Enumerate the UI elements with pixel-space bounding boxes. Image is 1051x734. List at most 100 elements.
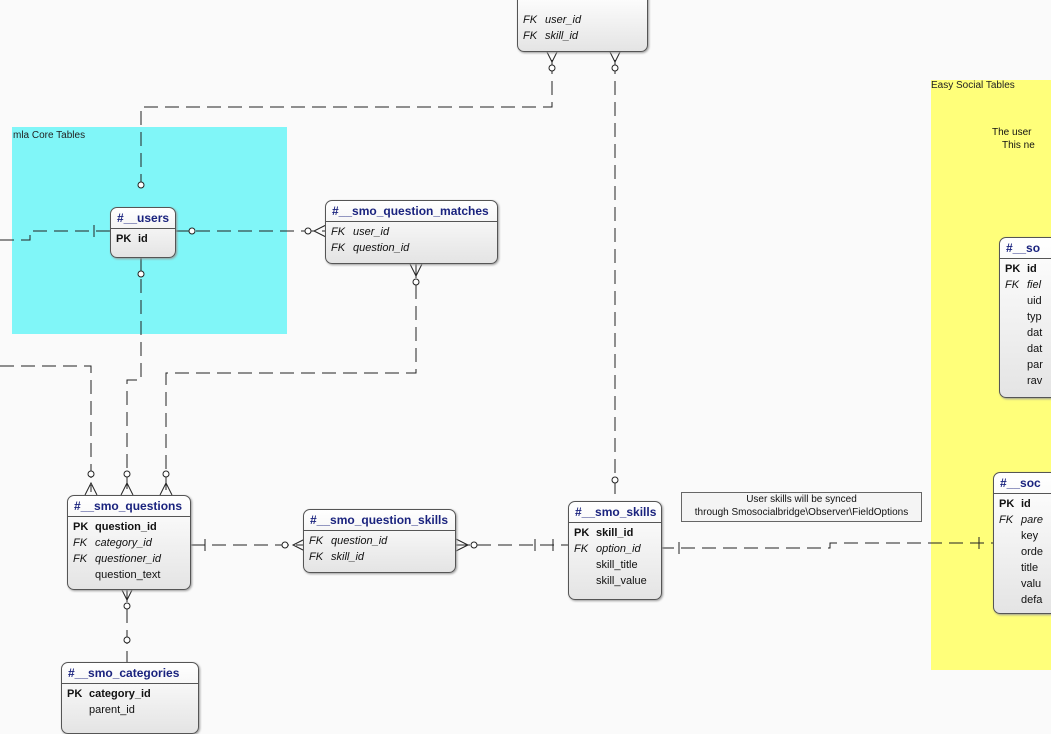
attribute-name: par	[1027, 359, 1043, 371]
entity-attribute: FK user_id	[331, 224, 492, 240]
easysocial-region-label: Easy Social Tables	[931, 80, 1015, 91]
attribute-name: user_id	[545, 14, 582, 26]
easysocial-note-line2: This ne	[1002, 140, 1035, 151]
attribute-name: question_id	[331, 535, 388, 547]
entity-attribute: orde	[999, 544, 1051, 560]
entity-attribute: FK user_id	[523, 12, 642, 28]
attribute-name: rav	[1027, 375, 1043, 387]
attribute-name: category_id	[95, 537, 152, 549]
attribute-key-badge: FK	[73, 537, 88, 549]
entity-categories[interactable]: #__smo_categories PK category_id parent_id	[61, 662, 199, 734]
attribute-name: orde	[1021, 546, 1044, 558]
entity-attribute: FK question_id	[331, 240, 492, 256]
entity-attribute: FK question_id	[309, 533, 450, 549]
attribute-key-badge: PK	[73, 521, 89, 533]
entity-attribute: FK skill_id	[523, 28, 642, 44]
attribute-name: questioner_id	[95, 553, 162, 565]
attribute-name: key	[1021, 530, 1039, 542]
attribute-key-badge: FK	[73, 553, 88, 565]
entity-skills-title: #__smo_skills	[569, 502, 661, 523]
entity-attribute: question_text	[73, 567, 185, 583]
attribute-key-badge: PK	[116, 233, 132, 245]
attribute-key-badge: FK	[574, 543, 589, 555]
attribute-key-badge: PK	[67, 688, 83, 700]
attribute-key-badge: FK	[523, 14, 538, 26]
attribute-name: id	[1027, 263, 1037, 275]
entity-attribute: PK question_id	[73, 519, 185, 535]
attribute-key-badge: FK	[999, 514, 1014, 526]
entity-attribute: FK option_id	[574, 541, 656, 557]
attribute-name: valu	[1021, 578, 1042, 590]
entity-attribute: FK skill_id	[309, 549, 450, 565]
attribute-name: dat	[1027, 327, 1043, 339]
entity-attribute: key	[999, 528, 1051, 544]
attribute-name: user_id	[353, 226, 390, 238]
attribute-key-badge: PK	[1005, 263, 1021, 275]
entity-question-skills-title: #__smo_question_skills	[304, 510, 455, 531]
joomla-core-region-label: mla Core Tables	[13, 130, 86, 141]
attribute-name: skill_id	[545, 30, 579, 42]
attribute-key-badge: FK	[331, 226, 346, 238]
entity-questions-title: #__smo_questions	[68, 496, 190, 517]
entity-categories-attrs: PK category_id parent_id	[62, 684, 198, 720]
attribute-name: category_id	[89, 688, 151, 700]
attribute-name: id	[138, 233, 148, 245]
entity-attribute: par	[1005, 357, 1051, 373]
attribute-name: pare	[1021, 514, 1044, 526]
entity-question-matches-title: #__smo_question_matches	[326, 201, 497, 222]
attribute-key-badge: FK	[309, 551, 324, 563]
attribute-key-badge: FK	[523, 30, 538, 42]
entity-so1-title: #__so	[1000, 238, 1051, 259]
attribute-name: question_id	[95, 521, 157, 533]
attribute-name: skill_title	[596, 559, 638, 571]
attribute-name: option_id	[596, 543, 641, 555]
entity-attribute: skill_title	[574, 557, 656, 573]
entity-attribute: PK skill_id	[574, 525, 656, 541]
entity-users-attrs: PK id	[111, 229, 175, 249]
attribute-name: skill_value	[596, 575, 647, 587]
attribute-key-badge: FK	[1005, 279, 1020, 291]
entity-attribute: PK category_id	[67, 686, 193, 702]
entity-attribute: dat	[1005, 325, 1051, 341]
attribute-name: uid	[1027, 295, 1042, 307]
attribute-name: defa	[1021, 594, 1043, 606]
entity-attribute: parent_id	[67, 702, 193, 718]
attribute-name: skill_id	[331, 551, 365, 563]
sync-note-line1: User skills will be synced	[746, 494, 857, 505]
sync-note-line2: through Smosocialbridge\Observer\FieldOp…	[694, 507, 909, 518]
entity-categories-title: #__smo_categories	[62, 663, 198, 684]
attribute-name: question_id	[353, 242, 410, 254]
attribute-key-badge: PK	[574, 527, 590, 539]
entity-attribute: PK id	[116, 231, 170, 247]
entity-attribute: uid	[1005, 293, 1051, 309]
entity-attribute: rav	[1005, 373, 1051, 389]
entity-attribute: title	[999, 560, 1051, 576]
attribute-name: title	[1021, 562, 1039, 574]
entity-attribute: FK questioner_id	[73, 551, 185, 567]
entity-attribute: skill_value	[574, 573, 656, 589]
attribute-name: typ	[1027, 311, 1042, 323]
attribute-name: skill_id	[596, 527, 634, 539]
entity-attribute: defa	[999, 592, 1051, 608]
attribute-name: parent_id	[89, 704, 135, 716]
attribute-key-badge: FK	[309, 535, 324, 547]
attribute-key-badge: FK	[331, 242, 346, 254]
entity-so2-title: #__soc	[994, 473, 1051, 494]
